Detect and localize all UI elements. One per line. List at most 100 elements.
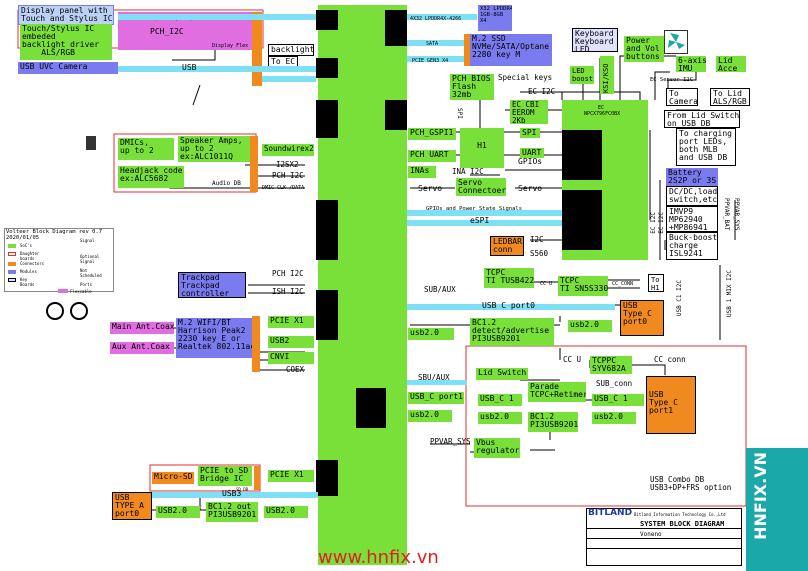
usb20-d: usb2.0	[478, 412, 522, 424]
soundwire: Soundwirex2	[262, 144, 314, 156]
ec-pad	[562, 130, 602, 180]
audio-connector	[250, 136, 258, 192]
m2-ssd: M.2 SSD NVMe/SATA/Optane 2280 key M	[470, 34, 552, 66]
pcie-gen3-bus	[407, 56, 464, 62]
power-vol-buttons: Power and Vol buttons	[624, 36, 664, 62]
usb-type-a-port0: USB TYPE A port0	[112, 492, 152, 520]
display-panel: Display panel with Touch and Stylus IC	[18, 5, 114, 25]
usbc-port0-bus-label: USB C port0	[482, 301, 535, 310]
tcpc-tusb422: TCPC TI TUSB422	[484, 268, 534, 288]
speaker-amps: Speaker Amps, up to 2 ex:ALC1011Q	[178, 136, 254, 162]
usb3-bus	[152, 492, 318, 498]
ec-subtitle: NPCX796FC0BX	[584, 111, 621, 117]
to-lid-als: To Lid ALS/RGB	[710, 88, 750, 106]
display-connector	[252, 12, 262, 86]
ram-bus	[407, 14, 477, 20]
ledbar-conn: LEDBAR conn	[490, 236, 524, 256]
bitland-logo: BITLAND	[588, 508, 633, 518]
usbc-port0-bus	[407, 304, 615, 310]
cc-u-label: CC U	[540, 281, 553, 287]
ina-i2c-label: INA I2C	[452, 167, 484, 176]
spi-h-label: SPI	[520, 128, 540, 138]
pch-pad	[316, 100, 338, 138]
watermark-text: www.hnfix.vn	[318, 547, 439, 568]
servo-right-label: Servo	[518, 184, 543, 193]
sbu-aux-label: SBU/AUX	[418, 373, 450, 382]
pch-bios-flash: PCH BIOS Flash 32mb	[450, 74, 494, 100]
ppvar-sys2-label: PPVAR_SYS	[430, 437, 471, 446]
micro-sd: Micro-SD	[152, 472, 194, 484]
gpios-label: GPIOs	[518, 157, 543, 166]
cc-conn2-label: CC conn	[654, 355, 686, 364]
h1-chip: H1	[460, 128, 504, 168]
fan-icon	[664, 30, 688, 54]
legend-right-0: Signal	[80, 238, 95, 243]
i2sx2-label: I2SX2	[276, 160, 299, 169]
ksi-kso: KSI/KSO	[600, 56, 614, 94]
pch-pad	[385, 10, 407, 46]
ec-i2c-label: EC I2C	[528, 87, 556, 96]
bc12-port1: BC1.2 PI3USB9201	[528, 412, 578, 432]
ec-cbi-eeprom: EC CBI EEROM 2Kb	[510, 100, 548, 124]
ec-i2c-v-label: EC I2C	[650, 212, 657, 234]
usb20-a: usb2.0	[408, 328, 454, 340]
title-block	[586, 508, 742, 566]
ec-sensor-i2c-label: EC Sensor I2C	[650, 77, 694, 83]
espi-bus	[407, 220, 562, 226]
dmics: DMICs, up to 2	[118, 138, 174, 160]
sata-bus	[407, 40, 464, 46]
usb20-sd-b: USB2.0	[264, 506, 308, 518]
lid-switch: Lid Switch	[476, 368, 528, 380]
dmic-clk-label: DMIC CLK /DATA	[262, 185, 305, 191]
usb20-b: usb2.0	[568, 320, 612, 332]
touch-stylus-ic: Touch/Stylus IC embeded backlight driver…	[20, 24, 112, 60]
pch-i2c-label: PCH_I2C	[150, 27, 184, 36]
usb20-sd-a: USB2.0	[156, 506, 200, 518]
usbc-port0: USB Type C port0	[620, 300, 664, 336]
aux-ant-coax: Aux Ant.Coax	[110, 342, 174, 354]
pcie-x1-wifi: PCIE X1	[268, 316, 314, 328]
main-ant-coax: Main Ant.Coax	[110, 322, 174, 334]
to-h1: To H1	[648, 274, 664, 292]
antenna-icon	[46, 302, 64, 320]
edp-bus	[118, 14, 316, 20]
legend-right-2: Not Scheduled	[80, 268, 102, 278]
usb20-c: usb2.0	[408, 410, 452, 422]
usb3-label: USB3	[222, 489, 242, 498]
usb-bus	[118, 66, 316, 72]
pch-uart: PCH UART	[408, 150, 456, 162]
cc-conn-label: CC_CONN	[612, 281, 634, 287]
headjack-codec: Headjack code ex:ALC5682	[118, 166, 184, 188]
servo-connector: Servo Connectoer	[456, 178, 506, 196]
spi-label: SPI	[456, 108, 463, 119]
inas: INAs	[408, 166, 436, 178]
brand-vertical-text: HNFIX.VN	[751, 452, 770, 540]
legend-box	[4, 228, 114, 292]
usb-combo-db-label: USB Combo DB USB3+DP+FRS option	[650, 475, 732, 492]
usb-mix-i2c-label: USB 1 MIX I2C	[726, 270, 733, 317]
usbc-port1-link: USB_C port1	[408, 392, 464, 404]
bc12-detect: BC1.2 detect/advertise PI3USB9201	[470, 318, 554, 346]
divider	[586, 528, 742, 529]
pcie-gen3-label: PCIE GEN3 X4	[412, 58, 449, 64]
project-name: Voneno	[640, 531, 662, 538]
legend-right-3: Ports	[80, 282, 93, 287]
audio-db-label: Audio DB	[212, 180, 241, 187]
divider	[586, 548, 742, 549]
from-lid-switch: From Lid Switch on USB DB	[664, 110, 740, 128]
usb-c1-a: USB_C 1	[478, 394, 522, 406]
cnvi: CNVI	[268, 352, 314, 364]
ssd-connector	[464, 34, 470, 66]
usb2-wifi: USB2	[268, 336, 314, 348]
pch-pad	[316, 58, 338, 78]
legend-key-swatch	[8, 278, 16, 282]
ram-bus-label: 4X32 LPDDR4X-4266	[410, 16, 462, 22]
usbc-port1: USB Type C port1	[646, 376, 696, 434]
display-flex-label: Display Flex	[212, 43, 249, 49]
system-block-title: SYSTEM BLOCK DIAGRAM	[640, 520, 725, 528]
legend-flexcable: Flexcable	[70, 289, 92, 294]
s560-label: S560	[530, 249, 549, 258]
pch-pad	[316, 200, 338, 260]
trackpad-controller: Trackpad Trackpad controller	[178, 272, 246, 298]
sata-label: SATA	[426, 41, 439, 47]
